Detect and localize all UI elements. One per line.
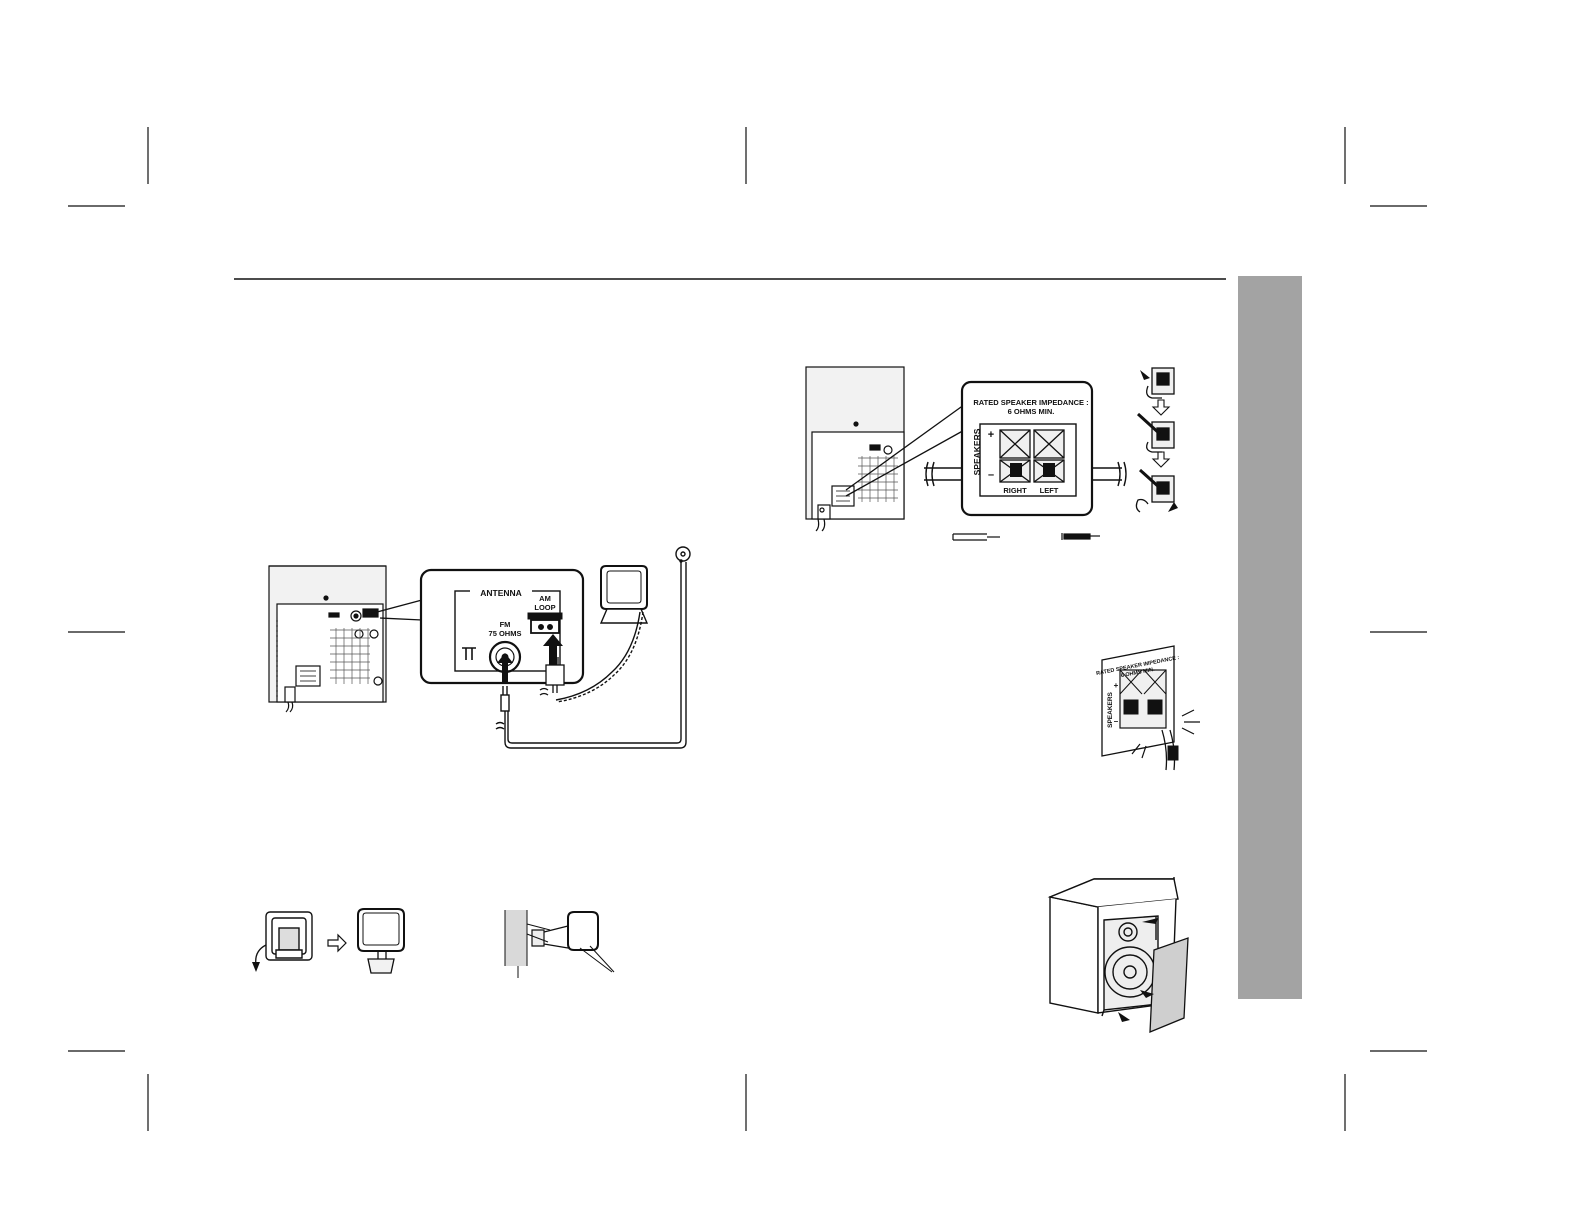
impedance-ohms-label: 6 OHMS MIN. [1008, 407, 1055, 416]
main-unit-rear-right [805, 366, 905, 532]
am-loop-terminal [527, 612, 563, 634]
antenna-title: ANTENNA [480, 588, 522, 598]
arrow-up-icon [497, 634, 563, 683]
terminal-step-2 [1136, 412, 1175, 453]
fm-antenna-symbol-icon [462, 647, 476, 660]
main-unit-rear [268, 565, 387, 713]
arrow-down-icon [1151, 399, 1171, 468]
detail-plus-label: + [1114, 681, 1119, 690]
am-loop-antenna-icon [555, 565, 649, 703]
am-label: AM [539, 594, 551, 603]
detail-speakers-label: SPEAKERS [1107, 691, 1114, 727]
detail-minus-label: – [1114, 717, 1119, 726]
unit-jack-grid [330, 628, 370, 684]
am-loop-plug [539, 657, 565, 696]
left-label: LEFT [1040, 486, 1059, 495]
terminal-step-1 [1140, 367, 1175, 399]
am-loop-label: LOOP [534, 603, 555, 612]
minus-label: – [988, 469, 994, 481]
section-side-tab [1238, 276, 1302, 999]
speakers-label: SPEAKERS [972, 428, 982, 475]
wire-end-grey [952, 533, 1000, 541]
standing-loop-antenna [357, 908, 405, 974]
folded-loop-antenna [252, 911, 313, 972]
terminal-step-3 [1135, 468, 1178, 513]
fm-label: FM [500, 620, 511, 629]
speaker-grille [1149, 937, 1189, 1033]
arrow-right-icon [327, 933, 347, 953]
wall-mount-loop [504, 910, 615, 978]
plus-label: + [988, 429, 994, 441]
fm-antenna-wire [495, 546, 691, 749]
fm-ohms-label: 75 OHMS [489, 629, 522, 638]
right-label: RIGHT [1003, 486, 1027, 495]
rated-impedance-label: RATED SPEAKER IMPEDANCE : [973, 398, 1088, 407]
wire-end-black [1061, 533, 1100, 540]
